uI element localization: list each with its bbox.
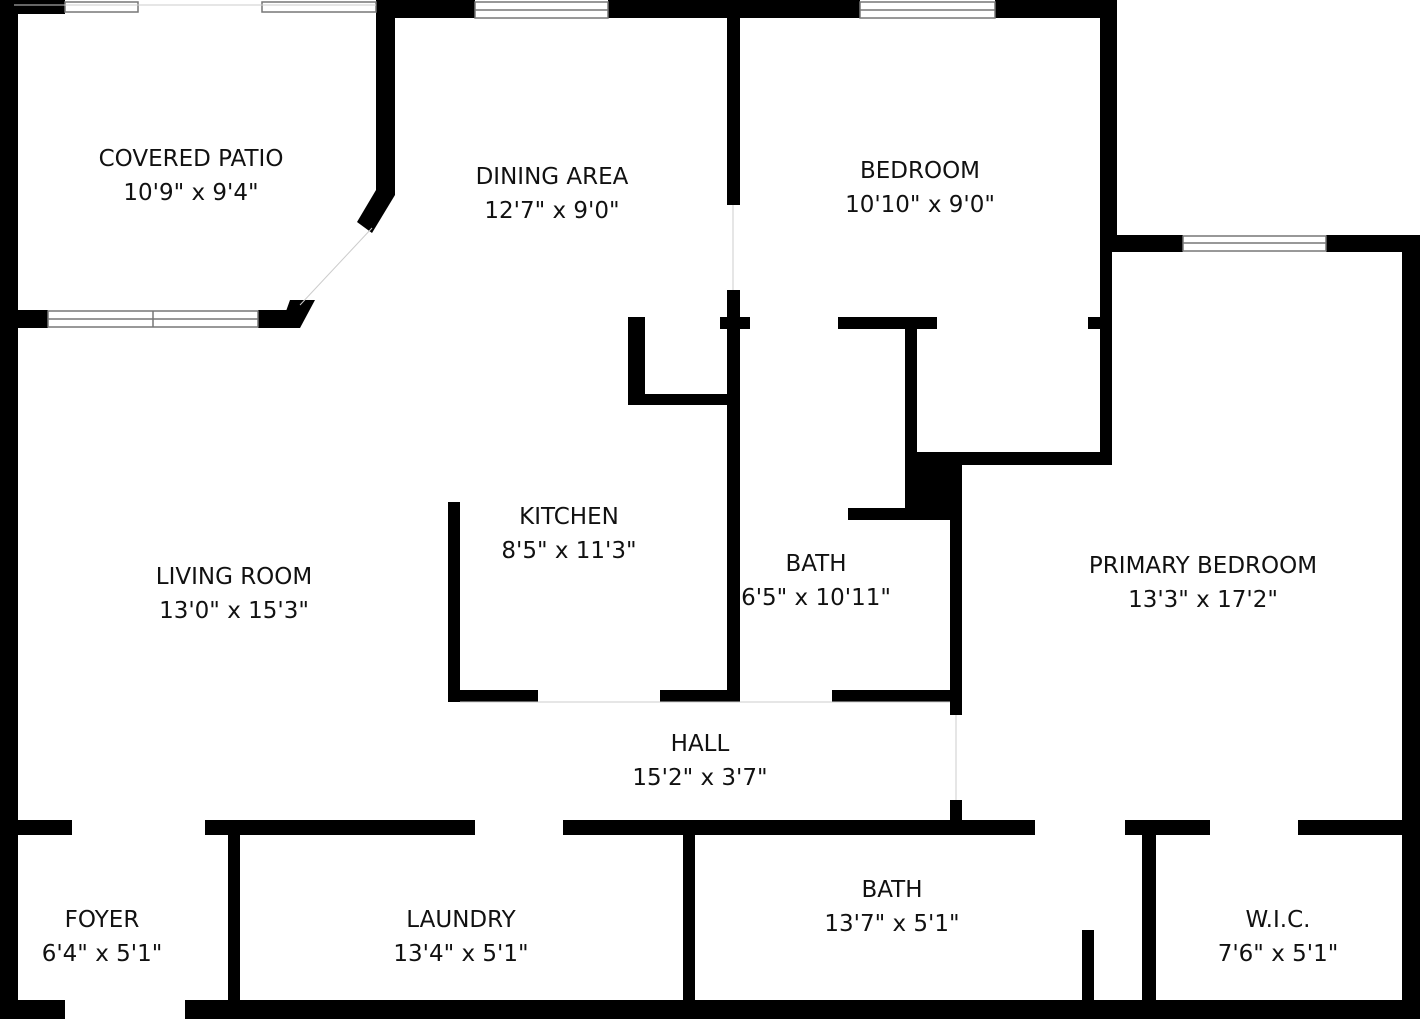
room-size: 13'4" x 5'1"	[393, 941, 529, 967]
room-label-bath: BATH 6'5" x 10'11"	[741, 547, 891, 615]
wall	[205, 820, 475, 835]
wall	[608, 0, 860, 18]
wall	[683, 820, 695, 1010]
room-size: 6'4" x 5'1"	[41, 941, 163, 967]
wall	[0, 0, 65, 14]
room-label-dining-area: DINING AREA 12'7" x 9'0"	[476, 160, 629, 228]
wall	[185, 1000, 1420, 1019]
wall	[628, 317, 645, 405]
room-label-hall: HALL 15'2" x 3'7"	[632, 727, 767, 795]
room-name: BATH	[861, 877, 923, 903]
room-size: 8'5" x 11'3"	[501, 538, 637, 564]
wall	[228, 820, 240, 1010]
wall	[563, 820, 1035, 835]
room-name: W.I.C.	[1245, 907, 1311, 933]
room-size: 13'0" x 15'3"	[159, 598, 309, 624]
wall	[1125, 820, 1210, 835]
wall	[950, 800, 962, 830]
openings	[14, 4, 957, 800]
wall	[448, 502, 460, 702]
windows	[47, 1, 1327, 328]
room-name: BEDROOM	[859, 158, 981, 184]
room-size: 10'9" x 9'4"	[123, 180, 259, 206]
wall	[1326, 235, 1420, 252]
room-label-living-room: LIVING ROOM 13'0" x 15'3"	[156, 560, 313, 628]
wall	[448, 690, 538, 702]
wall	[0, 310, 48, 328]
wall	[1100, 240, 1112, 465]
room-label-bath-2: BATH 13'7" x 5'1"	[824, 873, 959, 941]
wall	[376, 0, 395, 195]
room-size: 13'3" x 17'2"	[1128, 587, 1278, 613]
wall	[727, 18, 740, 205]
wall	[1088, 317, 1105, 329]
room-label-kitchen: KITCHEN 8'5" x 11'3"	[501, 500, 636, 568]
room-label-covered-patio: COVERED PATIO 10'9" x 9'4"	[99, 142, 284, 210]
wall	[720, 317, 750, 329]
room-label-primary-bedroom: PRIMARY BEDROOM 13'3" x 17'2"	[1089, 549, 1317, 617]
wall	[1100, 0, 1117, 245]
wall	[1082, 930, 1094, 1010]
room-name: LAUNDRY	[406, 907, 516, 933]
wall	[628, 394, 728, 405]
wall	[660, 690, 740, 702]
room-name: FOYER	[64, 907, 140, 933]
window	[64, 1, 139, 13]
room-size: 13'7" x 5'1"	[824, 911, 960, 937]
room-size: 10'10" x 9'0"	[845, 192, 995, 218]
room-name: PRIMARY BEDROOM	[1088, 553, 1318, 579]
room-name: HALL	[670, 731, 730, 757]
room-name: COVERED PATIO	[98, 146, 284, 172]
wall	[258, 310, 300, 328]
wall	[1100, 235, 1183, 252]
wall	[357, 190, 395, 233]
wall	[995, 0, 1117, 18]
wall	[1142, 820, 1156, 1010]
wall	[1298, 820, 1420, 835]
room-name: KITCHEN	[519, 504, 619, 530]
room-size: 12'7" x 9'0"	[484, 198, 620, 224]
wall	[727, 290, 740, 702]
room-size: 6'5" x 10'11"	[741, 585, 891, 611]
room-name: DINING AREA	[475, 164, 629, 190]
room-size: 15'2" x 3'7"	[632, 765, 768, 791]
room-label-laundry: LAUNDRY 13'4" x 5'1"	[393, 903, 528, 971]
room-label-wic: W.I.C. 7'6" x 5'1"	[1218, 903, 1339, 971]
room-name: BATH	[785, 551, 847, 577]
wall	[848, 508, 962, 520]
wall	[0, 820, 72, 835]
wall	[1402, 235, 1420, 1019]
wall	[376, 0, 475, 18]
wall	[0, 0, 18, 1019]
window	[261, 1, 377, 13]
room-name: LIVING ROOM	[155, 564, 313, 590]
wall	[950, 465, 962, 715]
room-label-bedroom: BEDROOM 10'10" x 9'0"	[845, 154, 995, 222]
wall	[832, 690, 955, 702]
room-size: 7'6" x 5'1"	[1217, 941, 1339, 967]
room-label-foyer: FOYER 6'4" x 5'1"	[42, 903, 163, 971]
wall	[838, 317, 937, 329]
wall	[0, 1000, 65, 1019]
